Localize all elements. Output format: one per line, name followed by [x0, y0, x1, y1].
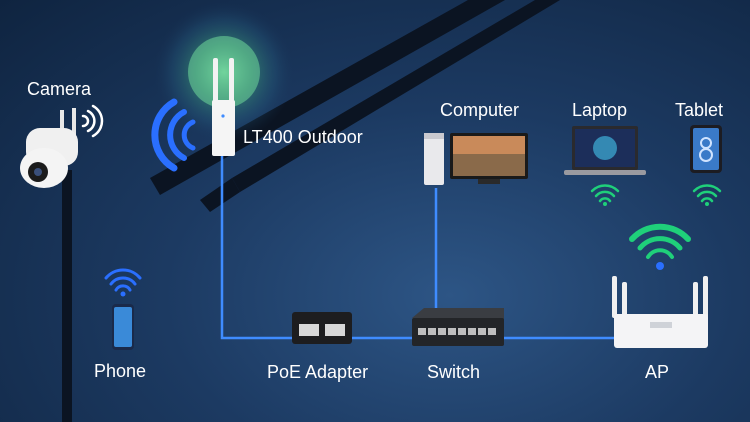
- camera-wifi-icon: [81, 104, 104, 138]
- phone-icon: [112, 304, 134, 350]
- phone-label: Phone: [94, 361, 147, 381]
- house-roof-line: [150, 0, 560, 212]
- ap-label: AP: [645, 362, 670, 382]
- switch-label: Switch: [427, 362, 481, 382]
- router-icon: [612, 276, 708, 348]
- computer-icon: [424, 133, 528, 185]
- camera-pole: [62, 170, 72, 422]
- camera-label: Camera: [27, 79, 92, 99]
- laptop-icon: [564, 126, 646, 175]
- router-wifi-icon: [629, 223, 691, 259]
- poe-adapter-icon: [292, 312, 352, 344]
- phone-wifi-icon: [104, 268, 142, 292]
- outdoor-ap-icon: [212, 58, 235, 156]
- wifi-signal-icon: [151, 98, 196, 172]
- tablet-icon: [690, 125, 722, 173]
- switch-icon: [412, 308, 504, 346]
- laptop-label: Laptop: [572, 100, 628, 120]
- tablet-wifi-icon: [692, 184, 722, 203]
- camera-icon: [20, 108, 78, 188]
- outdoor-ap-label: LT400 Outdoor: [243, 127, 363, 147]
- poe-adapter-label: PoE Adapter: [267, 362, 369, 382]
- laptop-wifi-icon: [590, 184, 620, 203]
- computer-label: Computer: [440, 100, 520, 120]
- tablet-label: Tablet: [675, 100, 724, 120]
- network-cables: [220, 150, 615, 340]
- cable-ap-to-poe: [220, 150, 292, 340]
